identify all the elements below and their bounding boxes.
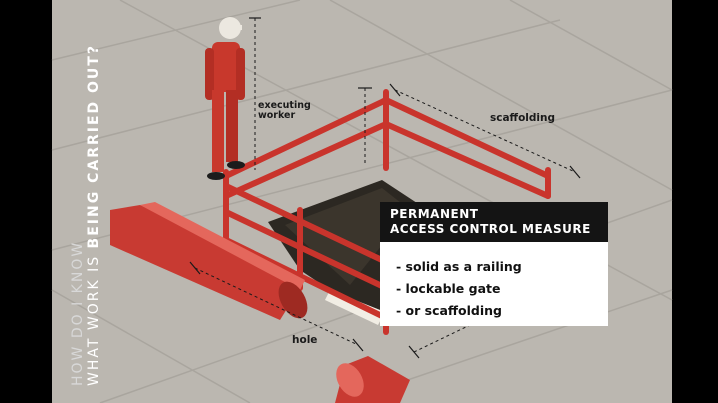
info-box-list: - solid as a railing - lockable gate - o… xyxy=(396,256,522,322)
side-title-line2-bold: BEING CARRIED OUT? xyxy=(86,44,102,249)
info-box: PERMANENT ACCESS CONTROL MEASURE - solid… xyxy=(380,202,608,326)
info-box-title-line1: PERMANENT xyxy=(390,207,479,221)
pipe-left xyxy=(110,202,308,320)
side-title-line2: WHAT WORK IS BEING CARRIED OUT? xyxy=(86,44,102,386)
info-box-title-line2: ACCESS CONTROL MEASURE xyxy=(390,222,591,236)
side-title-line1: HOW DO I KNOW xyxy=(70,240,86,386)
hole-label: hole xyxy=(292,334,318,346)
worker-label-line2: worker xyxy=(258,110,296,121)
worker-label-line1: executing xyxy=(258,100,311,111)
info-box-item: - lockable gate xyxy=(396,281,501,296)
worker-figure xyxy=(205,17,245,180)
info-box-title: PERMANENT ACCESS CONTROL MEASURE xyxy=(380,202,608,242)
pipe-bottom xyxy=(335,356,410,403)
side-title-line2-plain: WHAT WORK IS xyxy=(86,248,102,386)
scaffolding-label: scaffolding xyxy=(490,112,555,124)
info-box-item: - or scaffolding xyxy=(396,303,503,318)
worker-label: executing worker xyxy=(258,101,311,121)
info-box-item: - solid as a railing xyxy=(396,259,522,274)
dimension-ticks xyxy=(189,17,581,359)
